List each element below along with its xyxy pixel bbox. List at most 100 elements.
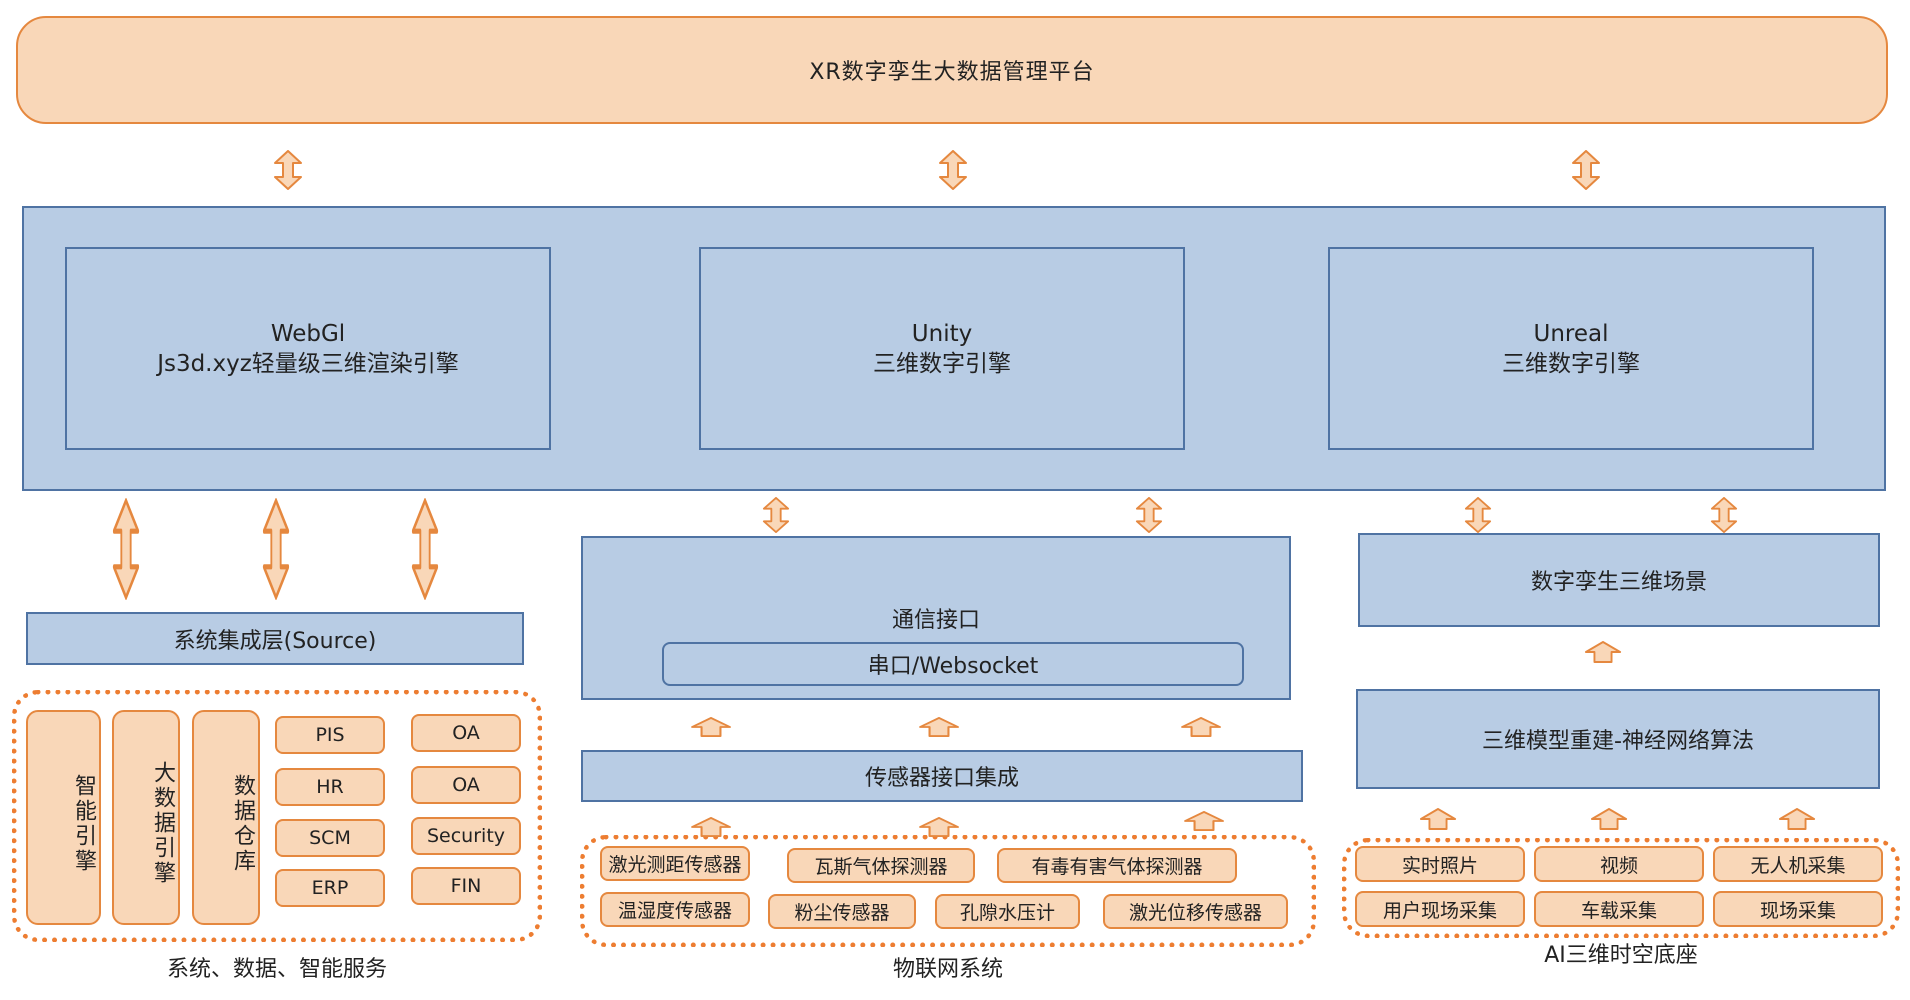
source-video: 视频 (1534, 846, 1704, 882)
engine-unreal-desc: 三维数字引擎 (1502, 350, 1640, 377)
arrow-top-center (939, 150, 967, 190)
system-fin-label: FIN (450, 875, 482, 897)
sensor-gas-detector: 瓦斯气体探测器 (787, 848, 975, 883)
sensor-gas-detector-label: 瓦斯气体探测器 (814, 856, 948, 878)
source-vehicle-label: 车载采集 (1580, 899, 1657, 922)
system-services-group (12, 690, 542, 942)
source-vehicle: 车载采集 (1534, 891, 1704, 927)
sensor-pore-pressure: 孔隙水压计 (935, 894, 1080, 929)
digital-twin-scene-box: 数字孪生三维场景 (1358, 533, 1880, 627)
system-oa-1-label: OA (452, 722, 480, 744)
system-hr: HR (275, 768, 385, 806)
source-live-photo-label: 实时照片 (1401, 854, 1478, 877)
system-scm-label: SCM (309, 827, 351, 849)
sensor-integration-label: 传感器接口集成 (864, 766, 1019, 791)
arrow-right-1 (1464, 497, 1492, 533)
reconstruction-algorithm-box: 三维模型重建-神经网络算法 (1356, 689, 1880, 789)
arrow-top-right (1572, 150, 1600, 190)
engine-unreal: Unreal 三维数字引擎 (1328, 247, 1814, 450)
system-oa-2-label: OA (452, 774, 480, 796)
sensor-integration-layer: 传感器接口集成 (581, 750, 1303, 802)
sensor-dust: 粉尘传感器 (768, 894, 916, 929)
sensor-temp-humidity-label: 温湿度传感器 (617, 900, 732, 922)
top-platform-bar: XR数字孪生大数据管理平台 (16, 16, 1888, 124)
left-group-caption: 系统、数据、智能服务 (12, 950, 542, 984)
system-hr-label: HR (316, 776, 344, 798)
ai-spatial-group (1342, 838, 1900, 938)
right-group-caption: AI三维时空底座 (1342, 936, 1900, 970)
serial-websocket-box: 串口/Websocket (662, 642, 1244, 686)
system-scm: SCM (275, 819, 385, 857)
smart-engine-box: 智能引擎 (26, 710, 101, 925)
serial-websocket-label: 串口/Websocket (867, 654, 1039, 679)
digital-twin-scene-label: 数字孪生三维场景 (1530, 570, 1707, 595)
system-oa-1: OA (411, 714, 521, 752)
source-drone: 无人机采集 (1713, 846, 1883, 882)
arrow-up-mid-2 (919, 717, 959, 737)
arrow-left-2 (264, 501, 288, 598)
system-integration-layer: 系统集成层(Source) (26, 612, 524, 665)
source-drone-label: 无人机采集 (1750, 854, 1846, 877)
engine-webgl: WebGl Js3d.xyz轻量级三维渲染引擎 (65, 247, 551, 450)
smart-engine-label: 智能引擎 (71, 773, 96, 874)
source-onsite: 现场采集 (1713, 891, 1883, 927)
arrow-mid-1 (762, 497, 790, 533)
bigdata-engine-label: 大数据引擎 (150, 761, 175, 886)
arrow-top-left (274, 150, 302, 190)
arrow-left-1 (114, 501, 138, 598)
sensor-toxic-gas: 有毒有害气体探测器 (997, 848, 1237, 883)
sensor-dust-label: 粉尘传感器 (794, 902, 890, 924)
arrow-up-iot-1 (691, 817, 731, 837)
source-video-label: 视频 (1599, 854, 1638, 877)
source-user-onsite: 用户现场采集 (1355, 891, 1525, 927)
arrow-up-right-1 (1419, 808, 1457, 830)
platform-title: XR数字孪生大数据管理平台 (809, 60, 1095, 85)
right-caption-text: AI三维时空底座 (1544, 943, 1698, 968)
engine-unity: Unity 三维数字引擎 (699, 247, 1185, 450)
engine-unreal-name: Unreal (1533, 320, 1609, 347)
bigdata-engine-box: 大数据引擎 (112, 710, 180, 925)
arrow-right-2 (1710, 497, 1738, 533)
engine-unity-desc: 三维数字引擎 (873, 350, 1011, 377)
system-security-label: Security (426, 825, 506, 847)
sensor-laser-displacement-label: 激光位移传感器 (1128, 902, 1262, 924)
comm-interface-title: 通信接口 (581, 603, 1291, 633)
middle-caption-text: 物联网系统 (892, 957, 1003, 982)
system-security: Security (411, 817, 521, 855)
arrow-mid-2 (1135, 497, 1163, 533)
system-pis-label: PIS (315, 724, 345, 746)
engine-webgl-desc: Js3d.xyz轻量级三维渲染引擎 (157, 350, 459, 377)
system-pis: PIS (275, 716, 385, 754)
source-user-onsite-label: 用户现场采集 (1382, 899, 1497, 922)
system-oa-2: OA (411, 766, 521, 804)
source-live-photo: 实时照片 (1355, 846, 1525, 882)
sensor-temp-humidity: 温湿度传感器 (600, 892, 750, 927)
sensor-laser-ranging: 激光测距传感器 (600, 846, 750, 881)
arrow-up-iot-3 (1184, 811, 1224, 831)
arrow-up-mid-3 (1181, 717, 1221, 737)
sensor-toxic-gas-label: 有毒有害气体探测器 (1031, 856, 1203, 878)
source-onsite-label: 现场采集 (1759, 899, 1836, 922)
sensor-laser-displacement: 激光位移传感器 (1103, 894, 1288, 929)
engine-webgl-name: WebGl (270, 320, 346, 347)
system-fin: FIN (411, 867, 521, 905)
arrow-up-mid-1 (691, 717, 731, 737)
data-warehouse-label: 数据仓库 (230, 773, 255, 874)
arrow-up-right-algo (1584, 641, 1622, 663)
arrow-up-right-2 (1590, 808, 1628, 830)
iot-group (580, 835, 1316, 947)
data-warehouse-box: 数据仓库 (192, 710, 260, 925)
comm-interface-title-text: 通信接口 (891, 608, 980, 633)
system-erp-label: ERP (311, 877, 349, 899)
arrow-left-3 (413, 501, 437, 598)
left-caption-text: 系统、数据、智能服务 (166, 957, 387, 982)
middle-group-caption: 物联网系统 (580, 950, 1316, 984)
sensor-laser-ranging-label: 激光测距传感器 (608, 854, 742, 876)
reconstruction-algorithm-label: 三维模型重建-神经网络算法 (1482, 729, 1754, 754)
system-integration-label: 系统集成层(Source) (173, 628, 377, 654)
engine-unity-name: Unity (911, 320, 973, 347)
arrow-up-iot-2 (919, 817, 959, 837)
system-erp: ERP (275, 869, 385, 907)
arrow-up-right-3 (1778, 808, 1816, 830)
sensor-pore-pressure-label: 孔隙水压计 (959, 902, 1055, 924)
